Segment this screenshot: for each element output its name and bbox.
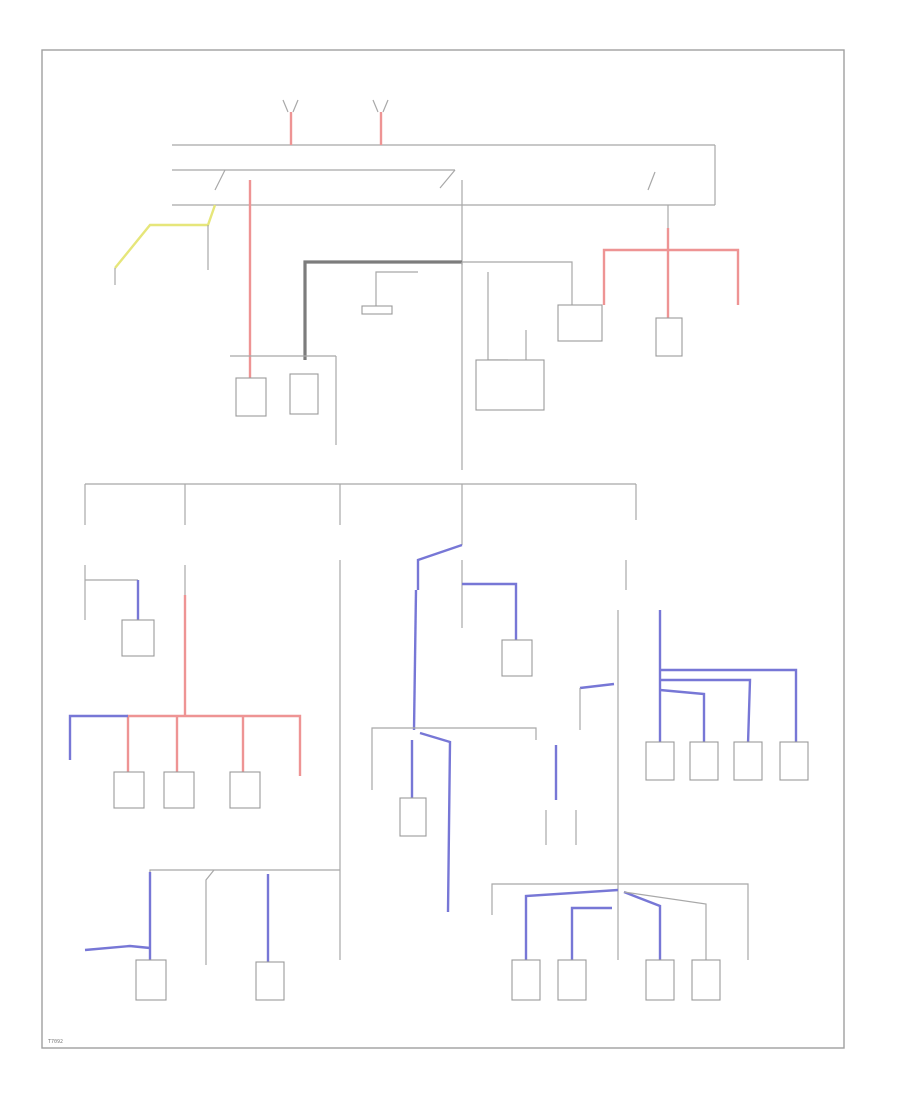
blue-wire — [68, 714, 128, 760]
branch-2 — [68, 484, 302, 776]
shift-lock-solenoid-box — [135, 959, 167, 1001]
dark-wire — [303, 260, 462, 360]
branch-3 — [84, 484, 341, 965]
blue-wire — [416, 543, 463, 590]
blower-motor-box — [121, 619, 155, 657]
mirror-box — [255, 961, 285, 1001]
branch-1 — [84, 484, 140, 620]
fuel-injector-5-box — [511, 959, 541, 1001]
yellow-ground-wire — [114, 204, 217, 285]
fuel-injector-4-box — [779, 741, 809, 781]
blue-wire — [419, 731, 452, 913]
lower-right-distribution — [491, 883, 749, 962]
fuel-injector-1-box — [645, 741, 675, 781]
blue-wire — [462, 582, 518, 640]
blue-wire — [412, 589, 418, 731]
abs-control-box — [399, 797, 427, 837]
red-wire — [126, 714, 302, 776]
yellow-wire — [114, 204, 217, 269]
diagram-frame — [41, 49, 845, 1049]
diagram-code: T7092 — [48, 1039, 63, 1045]
blue-wire — [84, 944, 151, 952]
fuel-injector-8-box — [691, 959, 721, 1001]
upper-right-red-wires — [602, 205, 740, 318]
red-wire — [602, 248, 740, 305]
fuel-relay-box — [289, 373, 319, 415]
fuel-injector-7-box — [645, 959, 675, 1001]
blue-wire — [660, 668, 798, 744]
starter-relay-box — [235, 377, 267, 417]
blue-wire — [579, 682, 615, 690]
blue-wire — [570, 906, 612, 962]
upper-distribution — [230, 260, 573, 470]
fuel-injector-3-box — [733, 741, 763, 781]
blue-wire — [623, 890, 662, 962]
top-bus-lines — [172, 144, 716, 206]
branch-4 — [371, 484, 537, 913]
fuel-injector-2-box — [689, 741, 719, 781]
cruise-control-box — [361, 305, 393, 315]
air-bag-control-box — [163, 771, 195, 809]
transmission-range-box — [229, 771, 261, 809]
back-up-lamp-box — [501, 639, 533, 677]
blue-wire — [659, 688, 706, 744]
fuel-injector-6-box — [557, 959, 587, 1001]
electronic-control-box — [113, 771, 145, 809]
blue-wire — [524, 888, 619, 962]
branch-5 — [545, 484, 798, 890]
radio-box — [655, 317, 683, 357]
transmission-control-box — [475, 359, 545, 411]
instrument-cluster-box — [557, 304, 603, 342]
blue-wire — [660, 678, 752, 745]
battery-feed-wires — [282, 99, 389, 145]
